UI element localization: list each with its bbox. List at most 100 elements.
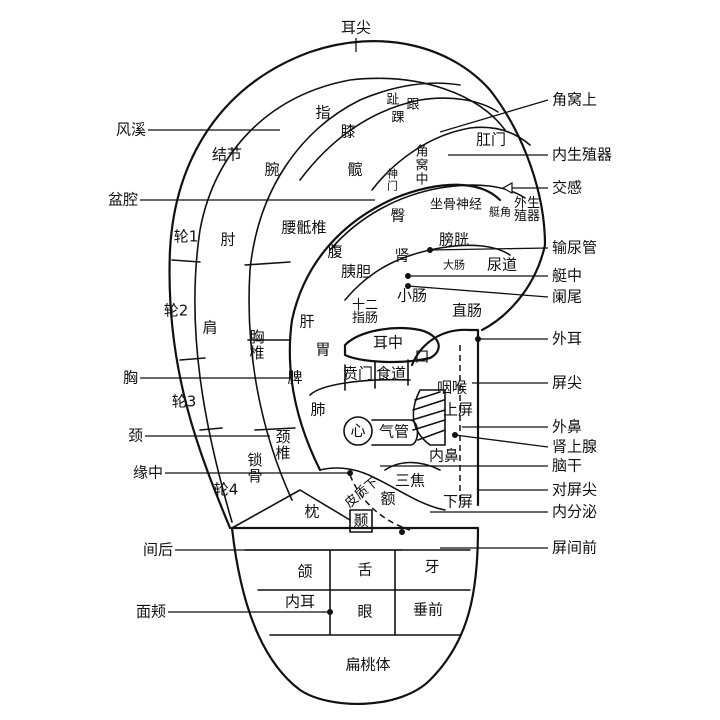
hatched-area	[411, 389, 446, 446]
label-fengxi: 风溪	[115, 120, 146, 139]
label-tingzhong: 艇中	[552, 266, 583, 285]
region-xin: 心	[350, 421, 366, 440]
region-biantaoti: 扁桃体	[345, 655, 391, 674]
region-jiejie: 结节	[211, 145, 243, 164]
region-zhichang: 直肠	[451, 301, 483, 320]
region-tun: 臀	[390, 206, 406, 225]
region-dachang: 大肠	[443, 258, 465, 272]
label-neishengzhiqi: 内生殖器	[552, 145, 613, 164]
antitragus-dashed	[349, 474, 411, 531]
region-nie: 颞	[353, 511, 369, 530]
helix-outer-outline	[168, 40, 547, 530]
region-lun4: 轮4	[213, 480, 239, 499]
region-wan: 腕	[264, 160, 280, 179]
region-yan: 眼	[357, 602, 373, 621]
region-jian: 肩	[202, 318, 218, 337]
region-lun1: 轮1	[173, 227, 199, 246]
antitragus-outline	[319, 467, 446, 511]
label-waibi: 外鼻	[552, 417, 583, 436]
region-xiaochang: 小肠	[396, 286, 428, 305]
label-jiaogan: 交感	[552, 178, 583, 197]
label-naogan: 脑干	[552, 456, 583, 475]
region-shen: 肾	[394, 246, 410, 265]
temple-box	[349, 509, 373, 533]
antitragus-inner	[384, 461, 441, 471]
region-gen: 跟	[406, 97, 420, 113]
region-huai: 踝	[391, 110, 405, 126]
left-leader-lines	[140, 38, 402, 613]
tragus-outline	[410, 328, 480, 507]
label-penqiang: 盆腔	[107, 190, 138, 209]
right-leader-lines	[380, 99, 549, 549]
label-shuniaoguan: 输尿管	[552, 238, 598, 257]
antihelix-outline	[248, 82, 461, 501]
region-lun2: 轮2	[163, 301, 189, 320]
region-fei: 肺	[310, 400, 326, 419]
region-yanhou: 咽喉	[436, 378, 468, 397]
region-wei: 胃	[315, 340, 331, 359]
region-she: 舌	[357, 560, 373, 579]
region-zhen: 枕	[304, 502, 320, 521]
lobe-outline	[230, 526, 480, 706]
region-yidan: 胰胆	[340, 262, 372, 281]
region-pi: 脾	[287, 368, 303, 387]
region-pangguang: 膀胱	[438, 230, 470, 249]
region-shangping: 上屏	[442, 400, 474, 419]
helix-crus-outline	[343, 327, 440, 364]
label-neifenmi: 内分泌	[552, 502, 598, 521]
point-dots	[327, 247, 481, 615]
region-xiongzhui: 胸椎	[247, 329, 266, 361]
label-pingjianqian: 屏间前	[552, 538, 598, 557]
region-he: 颌	[297, 562, 313, 581]
occiput-wedge	[231, 489, 351, 529]
esophagus-line	[344, 359, 409, 391]
concha-outline	[288, 183, 502, 472]
region-neier: 内耳	[284, 592, 316, 611]
region-jingzhui: 颈椎	[273, 429, 292, 461]
label-waier: 外耳	[552, 329, 583, 348]
region-tingjiao: 艇角	[489, 205, 511, 219]
superior-crus-line	[299, 97, 499, 181]
label-jiaowoshang: 角窝上	[552, 90, 598, 109]
region-chuiqian: 垂前	[412, 600, 444, 619]
region-kuan: 髋	[347, 160, 363, 179]
region-xiaping: 下屏	[442, 492, 474, 511]
label-yuanzhong: 缘中	[132, 463, 163, 482]
cymba-concha-line	[344, 244, 511, 301]
region-gan: 肝	[299, 312, 315, 331]
region-e: 额	[380, 489, 396, 508]
inferior-crus-line	[329, 184, 526, 251]
region-zhi: 指	[315, 103, 331, 122]
region-shidao: 食道	[375, 364, 407, 383]
label-erjian: 耳尖	[340, 18, 372, 37]
region-yaodizhui: 腰骶椎	[281, 218, 327, 237]
region-kou: 口	[414, 347, 430, 366]
label-pingjian: 屏尖	[552, 373, 583, 392]
region-neibi: 内鼻	[428, 446, 460, 465]
region-zhou: 肘	[220, 230, 236, 249]
helix-segment-lines	[171, 259, 296, 431]
region-lun3: 轮3	[171, 392, 197, 411]
region-erzhong: 耳中	[372, 333, 404, 352]
region-xi: 膝	[340, 122, 356, 141]
label-lanwei: 阑尾	[552, 287, 583, 306]
region-benmen: 贲门	[342, 364, 374, 383]
region-niaodao: 尿道	[486, 255, 518, 274]
label-jianhou: 间后	[142, 540, 173, 559]
region-shierzhichang: 十二指肠	[351, 298, 378, 326]
region-shenmen: 神门	[385, 168, 399, 192]
region-jiaowozhong: 角窝中	[412, 144, 428, 186]
region-gangmen: 肛门	[475, 130, 507, 149]
region-waishengzhiqi: 外生殖器	[513, 196, 540, 224]
region-ya: 牙	[424, 557, 440, 576]
label-duipingjian: 对屏尖	[552, 480, 598, 499]
region-fu: 腹	[327, 242, 343, 261]
label-mianjia: 面颊	[135, 602, 166, 621]
heart-circle	[343, 416, 373, 446]
helix-inner-outline	[194, 77, 506, 523]
label-jing: 颈	[127, 426, 143, 445]
triangular-fossa-line	[371, 126, 531, 191]
region-qiguan: 气管	[378, 422, 410, 441]
